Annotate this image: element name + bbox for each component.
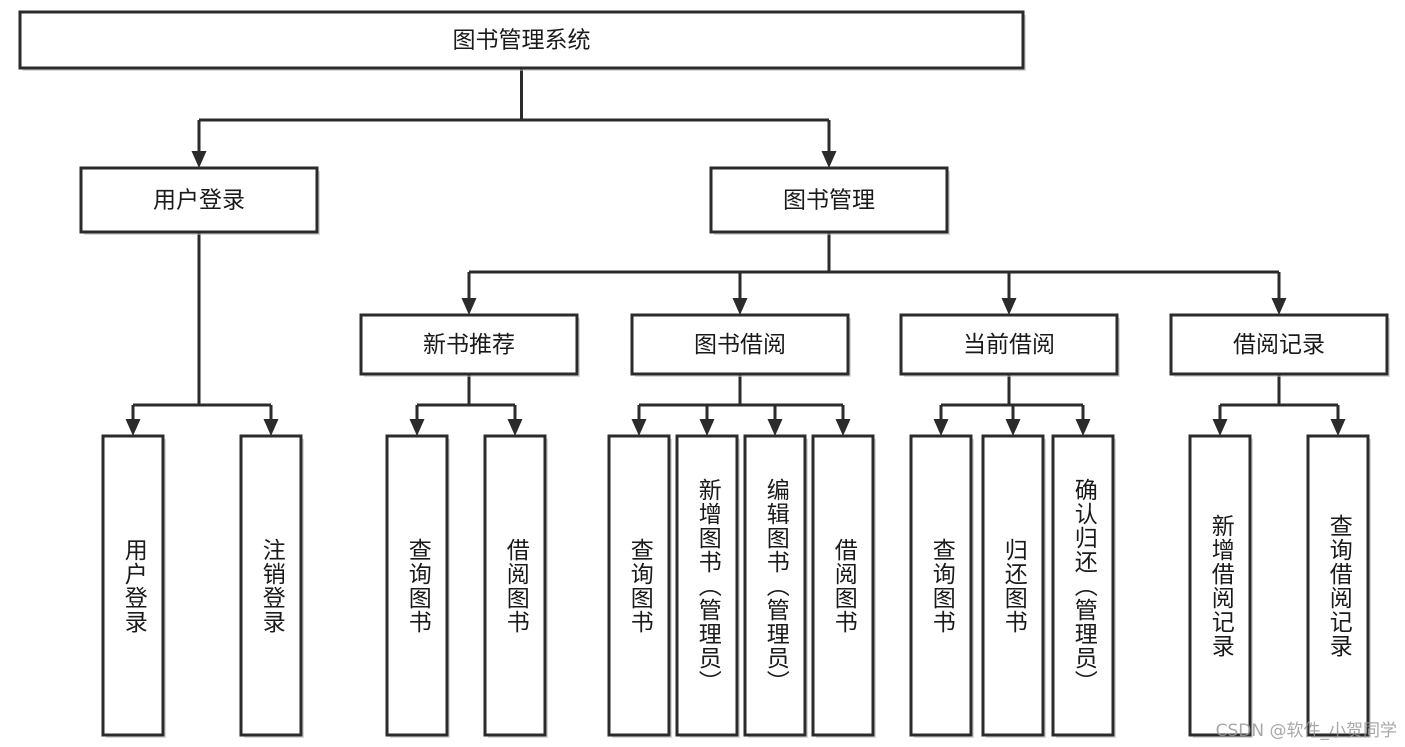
node-leaf-query-book-2[interactable] [607,434,672,738]
node-box [675,434,739,737]
node-new-book-rec[interactable]: 新书推荐 [359,313,580,377]
node-box [385,434,449,737]
node-root[interactable]: 图书管理系统 [18,10,1026,71]
node-box [743,434,807,737]
arrow-head-icon [1330,419,1346,436]
arrow-head-icon [507,419,523,436]
arrow-head-icon [125,419,141,436]
node-leaf-user-login[interactable] [101,434,166,738]
arrow-head-icon [1075,419,1091,436]
arrow-head-icon [767,419,783,436]
arrow-head-icon [732,298,748,315]
node-current-borrow[interactable]: 当前借阅 [899,313,1120,377]
node-label: 当前借阅 [963,332,1055,358]
watermark-text: CSDN @软件_小贺同学 [1215,721,1397,741]
node-box [899,313,1119,376]
node-leaf-borrow-book-2[interactable] [811,434,876,738]
node-leaf-query-record[interactable] [1306,434,1371,738]
node-label: 借阅记录 [1233,332,1325,358]
node-leaf-query-book-1[interactable] [385,434,450,738]
node-label: 图书管理系统 [453,28,591,54]
connector-layer [125,68,1346,436]
arrow-head-icon [1001,298,1017,315]
node-box [1306,434,1370,737]
node-borrow-record[interactable]: 借阅记录 [1169,313,1390,377]
node-book-borrow[interactable]: 图书借阅 [630,313,851,377]
node-leaf-borrow-book-1[interactable] [483,434,548,738]
node-box [79,166,319,234]
node-box [909,434,973,737]
node-label: 图书借阅 [694,332,786,358]
arrow-head-icon [461,298,477,315]
node-box [1188,434,1252,737]
node-box [1169,313,1389,376]
node-leaf-edit-book[interactable] [743,434,808,738]
node-book-manage[interactable]: 图书管理 [709,166,950,235]
arrow-head-icon [191,151,207,168]
arrow-head-icon [1212,419,1228,436]
node-leaf-return-book[interactable] [981,434,1046,738]
node-box [239,434,303,737]
arrow-head-icon [631,419,647,436]
node-label: 新书推荐 [423,332,515,358]
node-box [101,434,165,737]
arrow-head-icon [821,151,837,168]
node-label: 图书管理 [783,188,875,214]
node-leaf-confirm-return[interactable] [1051,434,1116,738]
node-leaf-add-book[interactable] [675,434,740,738]
arrow-head-icon [409,419,425,436]
node-box [607,434,671,737]
node-box [483,434,547,737]
arrow-head-icon [699,419,715,436]
node-box [630,313,850,376]
arrow-head-icon [263,419,279,436]
node-leaf-logout[interactable] [239,434,304,738]
node-label: 用户登录 [153,188,245,214]
node-box [811,434,875,737]
arrow-head-icon [835,419,851,436]
node-box [359,313,579,376]
arrow-head-icon [933,419,949,436]
arrow-head-icon [1271,298,1287,315]
node-box [1051,434,1115,737]
node-leaf-add-record[interactable] [1188,434,1253,738]
node-user-login[interactable]: 用户登录 [79,166,320,235]
node-box [981,434,1045,737]
arrow-head-icon [1005,419,1021,436]
node-box [709,166,949,234]
node-box [18,10,1025,70]
node-leaf-query-book-3[interactable] [909,434,974,738]
